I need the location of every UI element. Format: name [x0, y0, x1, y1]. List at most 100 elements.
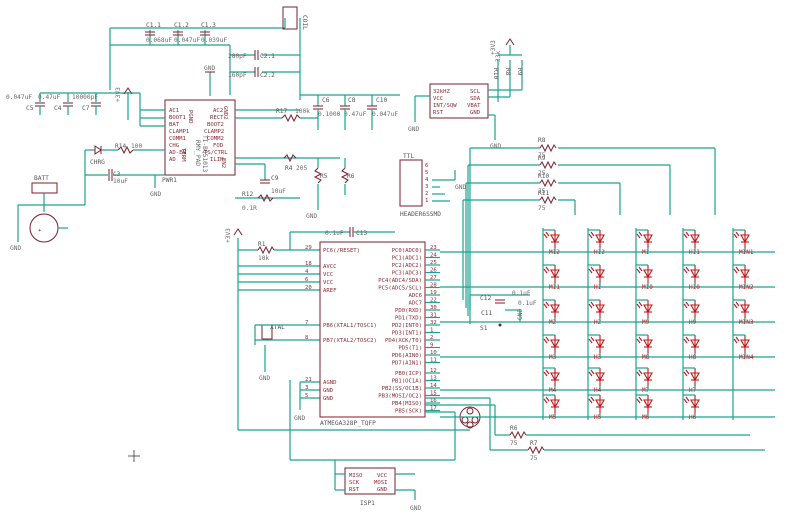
sense-network: R12 0.1R C9 10uF R4 205 R5 R6 GND	[235, 154, 355, 220]
r1-value: 10k	[258, 255, 269, 262]
led-m3: M3	[543, 334, 560, 361]
ttl-pin-3: 3	[425, 184, 428, 190]
svg-text:H5: H5	[594, 414, 602, 421]
led-m10: M10	[636, 264, 653, 291]
charger-pin-en2: EN2	[220, 158, 226, 168]
mcu-pin-num-23: 23	[430, 245, 437, 251]
mcu-pin-num-30: 30	[430, 305, 437, 311]
r7-bottom-value: 75	[530, 455, 538, 462]
charger-chip-name: TI-BQ51013	[201, 135, 208, 173]
charger-pin-pgnd: PGND	[187, 110, 193, 124]
cap-c8-name: C8	[348, 97, 356, 104]
chrg-led: CHRG R14 100 C3 10uF	[84, 143, 165, 185]
mcu-pin-num-16: 16	[430, 398, 437, 404]
mcu-pin-10: PD6(AIN0)	[392, 353, 422, 359]
vcc-symbol-charger: +3V3	[115, 87, 133, 120]
svg-text:H6: H6	[689, 414, 697, 421]
mcu-pin-2: PD4(XCK/T0)	[385, 338, 422, 344]
r10-led-name: R10	[538, 173, 549, 180]
cap-c8-value: 0.47uF	[344, 111, 367, 118]
mcu-pin-num-2: 2	[430, 335, 433, 341]
ttl-header: TTL 6 5 4 3 2 1 HEADER6SSMD GND	[399, 153, 466, 218]
cap-bank-top: C1.1 0.068uF C1.2 0.047uF C1.3 0.039uF 2…	[109, 6, 308, 100]
mcu-pin-num-20: 20	[305, 285, 312, 291]
chrg-label: CHRG	[90, 159, 105, 166]
mcu-pin-num-5: 5	[305, 393, 308, 399]
svg-text:M1: M1	[642, 249, 650, 256]
led-m11: M11	[543, 264, 560, 291]
isp-pin-rst: RST	[349, 487, 360, 493]
cap-c5-name: C5	[26, 105, 34, 112]
mcu-pin-14: PB2(SS/OC1B)	[382, 386, 422, 392]
mcu-pin-num-32: 32	[430, 320, 437, 326]
vcc-label-rtc: +3V3	[490, 40, 497, 55]
mcu-part: ATMEGA328P_TQFP	[320, 420, 376, 427]
svg-text:M9: M9	[642, 319, 650, 326]
led-h4: H4	[588, 367, 605, 394]
isp-header: MISO SCK RST VCC MOSI GND ISP1 GND	[289, 380, 456, 512]
gnd-label-rtc: GND	[408, 126, 419, 133]
svg-text:H4: H4	[594, 387, 602, 394]
pullup-r10-name: R10	[492, 68, 499, 79]
mcu-pin-25: PC2(ADC2)	[392, 263, 422, 269]
charger-pin-clamp2: CLAMP2	[204, 129, 224, 135]
coil-label: COIL	[301, 15, 308, 30]
rtc-pin-vcc: VCC	[433, 96, 443, 102]
mcu-pin-24: PC1(ADC1)	[392, 256, 422, 262]
mcu-pin-num-25: 25	[430, 260, 437, 266]
hall-sensor: C12 0.1uF C11 0.1uF S1 GND	[469, 290, 537, 332]
r4-name: R4	[285, 165, 293, 172]
gnd-label-isp: GND	[410, 505, 421, 512]
resistor-r17: R17 100k	[276, 108, 318, 123]
led-h3: H3	[588, 334, 605, 361]
svg-text:M4: M4	[549, 387, 557, 394]
ttl-pin-2: 2	[425, 191, 428, 197]
cap-bank-left: 0.047uF C5 0.47uF C4 10000pF C7	[6, 92, 140, 115]
rtc-pin-sda: SDA	[470, 96, 481, 102]
rtc-pin-rst: RST	[433, 110, 444, 116]
s1-ref: S1	[480, 325, 488, 332]
svg-text:MIN3: MIN3	[739, 319, 754, 326]
battery-label: BATT	[34, 175, 49, 182]
ttl-pin-5: 5	[425, 170, 428, 176]
gnd-label-hall: GND	[517, 309, 524, 320]
cap-c1-2-value: 0.047uF	[174, 37, 200, 44]
led-min3: MIN3	[733, 299, 754, 326]
led-min1: MIN1	[733, 229, 754, 256]
mcu-pin-11: PD7(AIN1)	[392, 361, 422, 367]
charger-pin-ac1: AC1	[169, 108, 179, 114]
ttl-pin-1: 1	[425, 198, 428, 204]
cap-c2-2-name: C2.2	[260, 72, 275, 79]
cap-c1-1-name: C1.1	[146, 22, 161, 29]
mcu-pin-num-15: 15	[430, 391, 437, 397]
mcu-pin-4: VCC	[323, 272, 333, 278]
gnd-symbol-top: GND	[204, 65, 215, 96]
mcu-pin-12: PB0(ICP)	[395, 371, 422, 377]
c9-name: C9	[271, 175, 279, 182]
mcu-pin-22: ADC7	[409, 301, 422, 307]
rtc-pin-scl: SCL	[470, 89, 481, 95]
isp-pin-miso: MISO	[349, 473, 363, 479]
c13-name: C13	[356, 230, 367, 237]
ttl-label: TTL	[403, 153, 414, 160]
mcu-pin-num-29: 29	[305, 245, 312, 251]
mcu-pin-3: GND	[323, 388, 334, 394]
charger-pin-ts-ctrl: TS/CTRL	[204, 150, 228, 156]
mcu-pin-num-31: 31	[430, 313, 437, 319]
r8-led-value: 75	[538, 152, 546, 159]
gnd-label-rtc2: GND	[490, 143, 501, 150]
coil-connector	[282, 6, 298, 30]
gnd-label-battery: GND	[10, 245, 21, 252]
mcu-pin-num-22: 22	[430, 298, 437, 304]
r6-bottom-name: R6	[510, 425, 518, 432]
svg-text:MIN4: MIN4	[739, 354, 754, 361]
xtal-label: XTAL	[270, 324, 285, 331]
led-m9: M9	[636, 299, 653, 326]
pullup-r8-name: R8	[504, 68, 511, 76]
r7-bottom-name: R7	[530, 440, 538, 447]
isp-pin-gnd: GND	[377, 487, 388, 493]
mcu-right-pins: PC0(ADC0)23PC1(ADC1)24PC2(ADC2)25PC3(ADC…	[378, 245, 440, 415]
led-m8: M8	[636, 334, 653, 361]
mcu-pin-13: PB1(OC1A)	[392, 379, 422, 385]
gnd-label-ttl: GND	[455, 184, 466, 191]
